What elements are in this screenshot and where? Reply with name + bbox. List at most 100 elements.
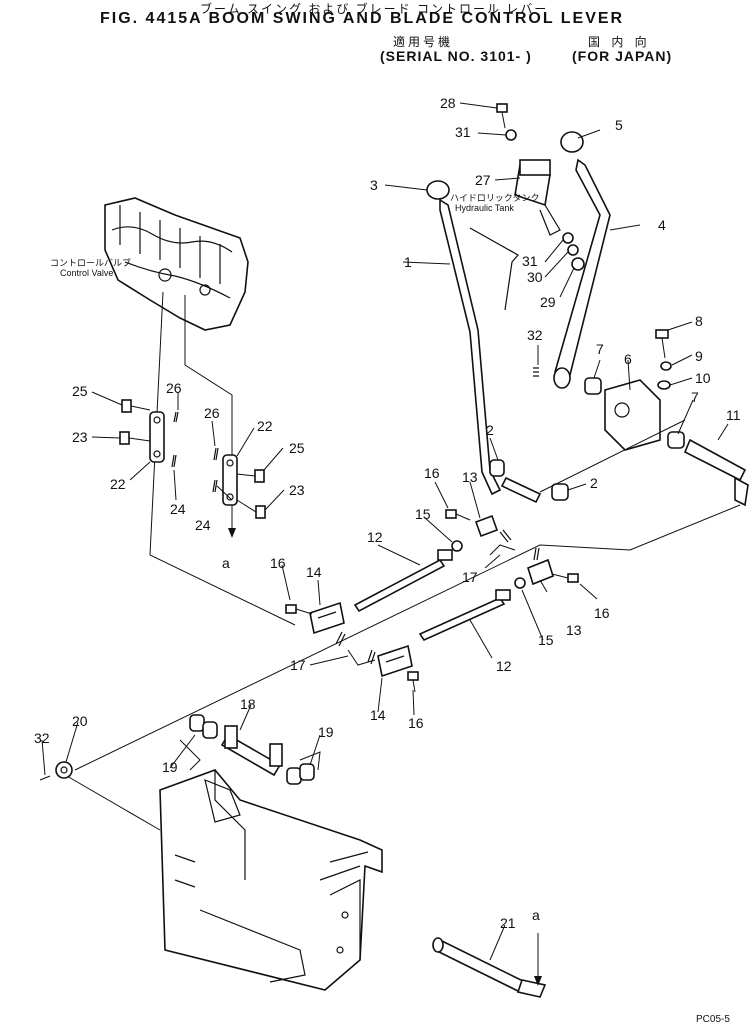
callout-2-right: 2 <box>590 475 598 491</box>
bushing-2-left <box>489 459 505 477</box>
callout-19-left: 19 <box>162 759 178 775</box>
callout-24-left: 24 <box>170 501 186 517</box>
callout-3: 3 <box>370 177 378 193</box>
control-valve-label-jp: コントロールバルブ <box>50 257 131 268</box>
shaft-21 <box>432 937 547 998</box>
bolt-25-right <box>236 469 265 483</box>
bolt-16-a <box>445 509 471 521</box>
washer-31-bottom <box>562 232 574 244</box>
callout-12-lower: 12 <box>496 658 512 674</box>
callout-16-b: 16 <box>270 555 286 571</box>
bolt-28 <box>496 103 508 129</box>
bolt-23-left <box>119 431 151 445</box>
hydraulic-tank-label: Hydraulic Tank <box>455 203 514 213</box>
callout-4: 4 <box>658 217 666 233</box>
clevis-13-upper <box>474 514 499 538</box>
bracket-27 <box>514 159 561 236</box>
callout-17-right: 17 <box>462 569 478 585</box>
page-code: PC05-5 <box>696 1014 730 1025</box>
callout-2-left: 2 <box>486 422 494 438</box>
pin-26-left <box>173 411 179 423</box>
clevis-14-upper <box>309 601 345 635</box>
lever-1 <box>426 180 502 496</box>
serial-number: (SERIAL NO. 3101- ) <box>380 48 532 64</box>
pin-24-right <box>212 479 218 493</box>
washer-9 <box>660 361 672 371</box>
callout-1: 1 <box>404 254 412 270</box>
bolt-23-right <box>236 499 266 519</box>
callout-23-right: 23 <box>289 482 305 498</box>
bushing-19-b <box>202 721 218 739</box>
lever-1-hub <box>500 476 542 504</box>
clevis-13-lower <box>527 558 554 586</box>
callout-22-right: 22 <box>257 418 273 434</box>
destination-japanese: 国 内 向 <box>588 35 651 49</box>
callout-27: 27 <box>475 172 491 188</box>
spring-32-lower <box>39 775 51 781</box>
callout-13-lower: 13 <box>566 622 582 638</box>
japanese-title: ブーム スイング および ブレード コントロール レバー <box>200 2 549 16</box>
callout-26-right: 26 <box>204 405 220 421</box>
callout-24-right: 24 <box>195 517 211 533</box>
washer-10 <box>657 380 671 390</box>
bushing-7-top <box>584 377 602 395</box>
callout-11: 11 <box>726 407 741 423</box>
pin-17-d <box>533 547 540 561</box>
bushing-19-c <box>286 767 302 785</box>
callout-31-top: 31 <box>455 124 471 140</box>
callout-8: 8 <box>695 313 703 329</box>
serial-japanese: 適用号機 <box>393 35 454 49</box>
figure-title: FIG. 4415A BOOM SWING AND BLADE CONTROL … <box>100 10 625 27</box>
hydraulic-tank-label-jp: ハイドロリックタンク <box>450 193 539 203</box>
callout-20: 20 <box>72 713 88 729</box>
callout-32-top: 32 <box>527 327 543 343</box>
callout-19-right: 19 <box>318 724 334 740</box>
callout-a-bottom: a <box>532 907 540 923</box>
callout-32-bottom: 32 <box>34 730 50 746</box>
pin-26-right <box>213 447 219 461</box>
shaft-18 <box>220 725 283 777</box>
callout-15-upper: 15 <box>415 506 431 522</box>
arrow-down-icon <box>228 528 236 538</box>
callout-16-c: 16 <box>594 605 610 621</box>
callout-30: 30 <box>527 269 543 285</box>
control-valve-label: Control Valve <box>60 268 113 278</box>
link-22-right <box>222 454 238 506</box>
spring-32 <box>533 367 539 377</box>
pin-17-b <box>367 649 376 665</box>
washer-30 <box>567 244 579 256</box>
destination: (FOR JAPAN) <box>572 48 673 64</box>
callout-26-left: 26 <box>166 380 182 396</box>
callout-a-top: a <box>222 555 230 571</box>
callout-10: 10 <box>695 370 711 386</box>
frame <box>159 769 383 991</box>
callout-28: 28 <box>440 95 456 111</box>
bolt-16-b <box>285 604 313 615</box>
nut-15-lower <box>514 577 526 589</box>
callout-14-lower: 14 <box>370 707 386 723</box>
callout-23-left: 23 <box>72 429 88 445</box>
callout-25-right: 25 <box>289 440 305 456</box>
rod-12-lower <box>418 589 511 642</box>
callout-18: 18 <box>240 696 256 712</box>
bracket-6 <box>604 379 661 451</box>
bushing-19-a <box>189 714 205 732</box>
pin-17-c <box>499 529 512 543</box>
callout-17-left: 17 <box>290 657 306 673</box>
callout-7-top: 7 <box>596 341 604 357</box>
clamp-20 <box>55 761 73 779</box>
washer-31-top <box>505 129 517 141</box>
callout-9: 9 <box>695 348 703 364</box>
callout-16-a: 16 <box>424 465 440 481</box>
callout-31-bottom: 31 <box>522 253 538 269</box>
clevis-14-lower <box>377 644 413 678</box>
bolt-16-d <box>407 671 419 693</box>
pin-17-a <box>335 631 346 647</box>
nut-29 <box>571 257 585 271</box>
callout-21: 21 <box>500 915 516 931</box>
bolt-16-c <box>551 573 579 583</box>
callout-16-d: 16 <box>408 715 424 731</box>
control-valve <box>104 197 249 331</box>
rod-12-upper <box>353 549 453 613</box>
